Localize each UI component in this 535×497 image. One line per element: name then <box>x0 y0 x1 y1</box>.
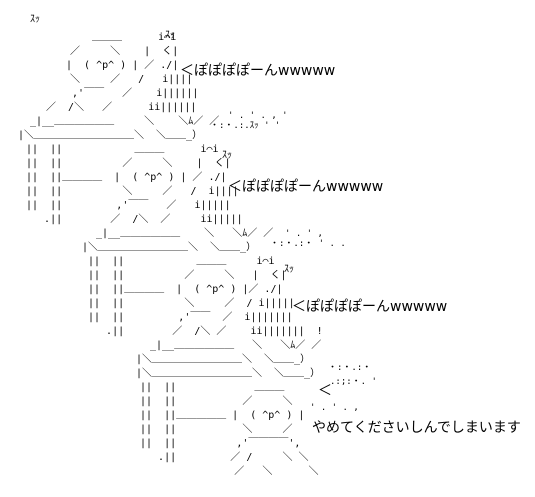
desk-2b: || || ／ ＼ | く| <box>26 157 231 169</box>
dust-1: ・:・.:.ｽｯ ' ' <box>210 121 280 131</box>
desk-4f: || || ,'￣￣￣￣', <box>140 436 300 449</box>
desk-1a: |＼＿＿＿＿＿＿＿＿＿＿＼ ＼＿＿_） <box>18 129 202 141</box>
dust-4c: ' . ' . , <box>310 403 359 413</box>
desk-4a: |＼＿＿＿＿＿＿＿＿＿＿＼ ＼＿＿_） <box>136 367 320 379</box>
desk-3a: || || ＿＿＿ i⌒i <box>88 256 275 267</box>
figure-1: ＿＿＿ i⌒i ｽｯ ／ ＼ | く| | ( ^p^ ) | ／ ./| ＼ … <box>18 30 335 141</box>
head-lower: ＼ ／ / i|||| <box>70 73 192 85</box>
desk-3b: || || ／ ＼ | く| <box>88 269 287 281</box>
face-1: | ( ^p^ ) | ／ ./| <box>66 59 178 71</box>
head-upper: ／ ＼ | く| <box>70 45 178 57</box>
desk-4d: || ||＿＿＿＿＿ | ( ^p^ ) | <box>140 410 304 421</box>
figure-3: || || ＿＿＿ i⌒i ｽｯ || || ／ ＼ | く| || ||＿＿＿… <box>88 256 447 365</box>
dust-1b: ' . ' . , ' <box>228 111 288 121</box>
desk-3c: || ||＿＿＿＿ | ( ^p^ ) |／ ./| <box>88 283 283 295</box>
dust-4: ・:・.:・ <box>328 363 371 373</box>
sfx-2: ｽｯ <box>222 150 232 161</box>
sfx-3: ｽｯ <box>284 264 294 275</box>
speech-4: ＜ <box>318 383 332 399</box>
desk-3f: .|| ／ /＼ ／ ii||||||| ! <box>88 325 323 337</box>
desk-4b: || || ＿＿＿ <box>140 382 284 393</box>
desk-2d: || || ＼ ／ / i|||| <box>26 185 239 197</box>
desk-2e: || || ,'￣￣ ／ i||||| <box>26 198 231 211</box>
head-top: ＿＿＿ i⌒i <box>80 32 176 43</box>
body-4a: ／ ＼ ＼ <box>150 465 318 477</box>
body-2a: _|__＿＿＿＿＿＿ ＼ ＼ﾑ／ ／ <box>96 227 273 239</box>
desk-2f: .|| ／ /＼ ／ ii||||| <box>26 213 243 225</box>
desk-4e: || || ＼ ／ <box>140 423 292 435</box>
body-3b: |＼＿＿＿＿＿＿＿＿＿＼ ＼＿＿_） <box>136 353 310 365</box>
figure-2: || || ＿＿＿ i⌒i ｽｯ || || ／ ＼ | く| || ||＿＿＿… <box>26 144 383 253</box>
desk-3e: || || ,'￣￣ ／ i||||||| <box>88 310 293 323</box>
body-2b: |＼＿＿＿＿＿＿＿＿＿＼ ＼＿＿_） <box>82 241 256 253</box>
speech-1: ＜ぽぽぽぽーんwwwww <box>180 63 335 79</box>
figure-4: |＼＿＿＿＿＿＿＿＿＿＿＼ ＼＿＿_） ＜ ・:・.:・ .:;:・. ' ' … <box>136 363 521 477</box>
desk-3d: || || ＼ ／ / i||||| <box>88 297 295 309</box>
desk-4c: || || ／ ＼ <box>140 395 292 407</box>
desk-2c: || ||＿＿＿＿ | ( ^p^ ) | ／ ./| <box>26 171 227 183</box>
speech-2: ＜ぽぽぽぽーんwwwww <box>228 179 383 195</box>
body-1a: ,'￣￣ ／ i|||||| <box>60 86 198 99</box>
dust-2: ・:・.:・ ' . . <box>270 239 346 249</box>
dust-4b: .:;:・. ' <box>330 377 377 387</box>
sfx-1: ｽｯ <box>165 30 175 41</box>
desk-4g: .|| ／ / ＼ ＼ <box>140 451 308 463</box>
desk-2a: || || ＿＿＿ i⌒i <box>26 144 219 155</box>
speech-3: ＜ぽぽぽぽーんwwwww <box>292 299 447 315</box>
body-1b: ／ /＼ ／ ii|||||| <box>46 101 196 113</box>
sfx-top-left: ｽｯ <box>30 14 40 25</box>
body-3a: _|__＿＿＿＿＿＿ ＼ ＼ﾑ／ ／ <box>150 339 321 351</box>
body-1c: _|__＿＿＿＿＿＿ ＼ ＼ﾑ／ ／ <box>30 115 219 127</box>
speech-5: やめてくださいしんでしまいます <box>312 420 521 436</box>
dust-2b: ' . ' , <box>285 229 323 239</box>
